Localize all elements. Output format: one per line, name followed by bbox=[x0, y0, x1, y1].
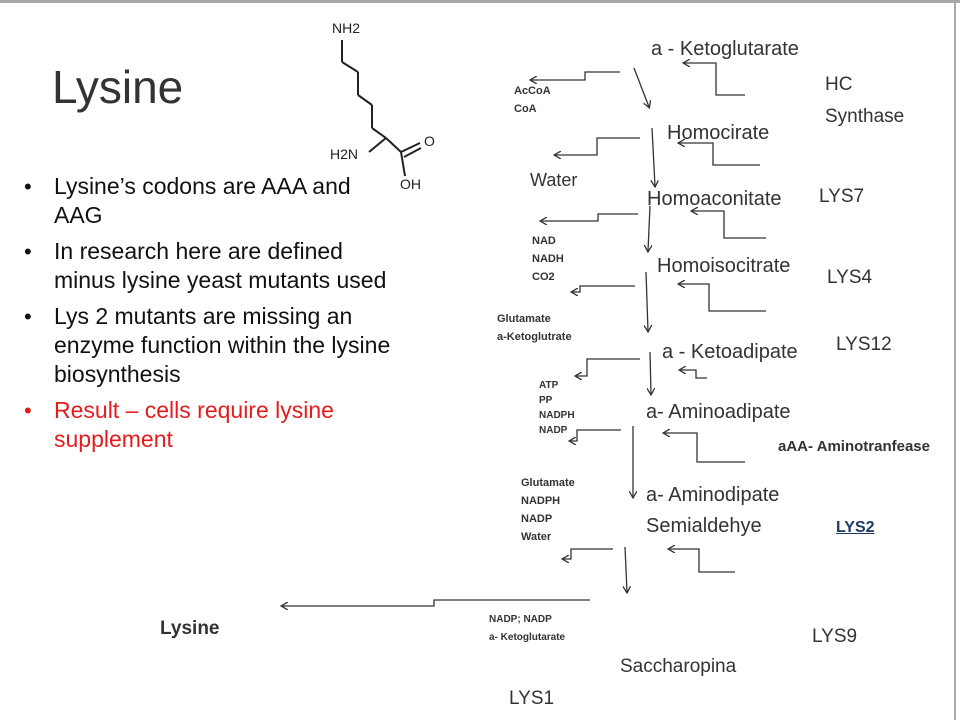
cofactor-arrow-6 bbox=[570, 429, 621, 441]
intermediate-ketoadipate: a - Ketoadipate bbox=[662, 341, 798, 363]
bullet-item-mutants: In research here are defined minus lysin… bbox=[22, 237, 392, 295]
enzyme-synthase: Synthase bbox=[825, 106, 905, 127]
cofactor-group-7: NADP; NADP a- Ketoglutarate bbox=[489, 611, 565, 647]
flow-arrow-3 bbox=[648, 205, 650, 251]
bond-c2 bbox=[371, 127, 387, 139]
cofactor-arrow-3 bbox=[541, 213, 638, 221]
cofactor-coa: CoA bbox=[514, 103, 537, 115]
flow-arrow-4 bbox=[646, 271, 648, 331]
enzyme-lys1: LYS1 bbox=[509, 688, 555, 709]
enzyme-lys12: LYS12 bbox=[836, 334, 892, 355]
intermediate-homoisocitrate: Homoisocitrate bbox=[657, 255, 791, 277]
product-lysine: Lysine bbox=[160, 618, 220, 639]
lysine-structure bbox=[341, 40, 422, 177]
intermediate-homoaconitate: Homoaconitate bbox=[647, 188, 782, 210]
enzyme-arrow-hc-synthase bbox=[684, 63, 745, 96]
bond-c4 bbox=[357, 94, 373, 106]
cofactor-nad: NAD bbox=[532, 235, 556, 247]
enzyme-lys2: LYS2 bbox=[836, 519, 875, 536]
top-border bbox=[0, 0, 960, 3]
enzyme-arrow-lys2 bbox=[669, 549, 735, 573]
enzyme-arrow-aminotransferase bbox=[664, 433, 745, 463]
bond-c-o-double bbox=[403, 147, 422, 158]
cofactor-water-2: Water bbox=[521, 531, 552, 543]
enzyme-aminotransferase: aAA- Aminotranfease bbox=[778, 438, 930, 455]
enzyme-arrow-lys12 bbox=[679, 284, 766, 312]
cofactor-group-1: AcCoA CoA bbox=[514, 82, 551, 118]
cofactor-group-6: Glutamate NADPH NADP Water bbox=[521, 474, 575, 546]
cofactor-water: Water bbox=[530, 170, 578, 190]
intermediate-semialdehye: Semialdehye bbox=[646, 515, 762, 537]
cofactor-accoa: AcCoA bbox=[514, 85, 551, 97]
cofactor-group-3: NAD NADH CO2 bbox=[532, 232, 564, 286]
cofactor-arrow-5 bbox=[576, 358, 640, 376]
cofactor-nadph-2: NADPH bbox=[521, 495, 561, 507]
bond-c-o bbox=[400, 142, 421, 153]
enzyme-hc: HC bbox=[825, 74, 853, 95]
bond-c-oh bbox=[400, 151, 406, 177]
cofactor-glutamate: Glutamate bbox=[497, 313, 551, 325]
enzyme-lys7: LYS7 bbox=[819, 186, 865, 207]
intermediate-ketoglutarate: a - Ketoglutarate bbox=[651, 38, 799, 60]
molecule-h2n-label: H2N bbox=[330, 146, 359, 162]
flow-arrow-7 bbox=[625, 546, 627, 592]
intermediate-saccharopina: Saccharopina bbox=[620, 656, 737, 677]
enzyme-arrow-lys4 bbox=[692, 211, 766, 239]
cofactor-nadp: NADP bbox=[539, 425, 568, 436]
slide-title: Lysine bbox=[52, 61, 184, 113]
flow-arrow-2 bbox=[652, 127, 655, 186]
cofactor-pp: PP bbox=[539, 395, 553, 406]
cofactor-arrow-1 bbox=[531, 71, 620, 80]
bond-c6 bbox=[341, 61, 359, 73]
cofactor-atp: ATP bbox=[539, 380, 559, 391]
cofactor-arrow-2 bbox=[555, 137, 640, 155]
intermediate-aminoadipate: a- Aminoadipate bbox=[646, 401, 791, 423]
bullet-item-result: Result – cells require lysine supplement bbox=[22, 396, 392, 454]
cofactor-group-5: ATP PP NADPH NADP bbox=[539, 378, 575, 438]
enzyme-lys4: LYS4 bbox=[827, 267, 873, 288]
enzyme-arrow-lys7 bbox=[679, 143, 760, 166]
intermediate-homocirate: Homocirate bbox=[667, 122, 770, 144]
molecule-o-label: O bbox=[424, 133, 435, 149]
cofactor-arrow-4 bbox=[572, 285, 635, 292]
cofactor-nadp-nadp: NADP; NADP bbox=[489, 614, 552, 625]
cofactor-co2: CO2 bbox=[532, 271, 555, 283]
bullet-item-codons: Lysine’s codons are AAA and AAG bbox=[22, 172, 392, 230]
bond-alpha-n bbox=[368, 137, 387, 153]
cofactor-nadph: NADPH bbox=[539, 410, 575, 421]
flow-arrow-5 bbox=[650, 351, 651, 394]
bullet-list: Lysine’s codons are AAA and AAG In resea… bbox=[22, 172, 392, 461]
bullet-item-lys2: Lys 2 mutants are missing an enzyme func… bbox=[22, 302, 392, 389]
enzyme-lys9: LYS9 bbox=[812, 626, 858, 647]
cofactor-group-4: Glutamate a-Ketoglutrate bbox=[497, 310, 572, 346]
cofactor-a-ketoglutarate: a- Ketoglutarate bbox=[489, 632, 566, 643]
intermediate-aminodipate: a- Aminodipate bbox=[646, 484, 780, 506]
cofactor-a-ketoglutrate: a-Ketoglutrate bbox=[497, 331, 572, 343]
lysine-output-arrow bbox=[282, 599, 590, 606]
molecule-oh-label: OH bbox=[400, 176, 421, 192]
cofactor-nadh: NADH bbox=[532, 253, 564, 265]
flow-arrow-1 bbox=[633, 67, 649, 107]
molecule-nh2-label: NH2 bbox=[332, 20, 361, 36]
enzyme-arrow-ketoadipate bbox=[680, 370, 707, 379]
cofactor-arrow-7 bbox=[563, 548, 613, 559]
cofactor-nadp-2: NADP bbox=[521, 513, 553, 525]
bond-carboxyl bbox=[385, 137, 402, 153]
cofactor-glutamate-2: Glutamate bbox=[521, 477, 575, 489]
